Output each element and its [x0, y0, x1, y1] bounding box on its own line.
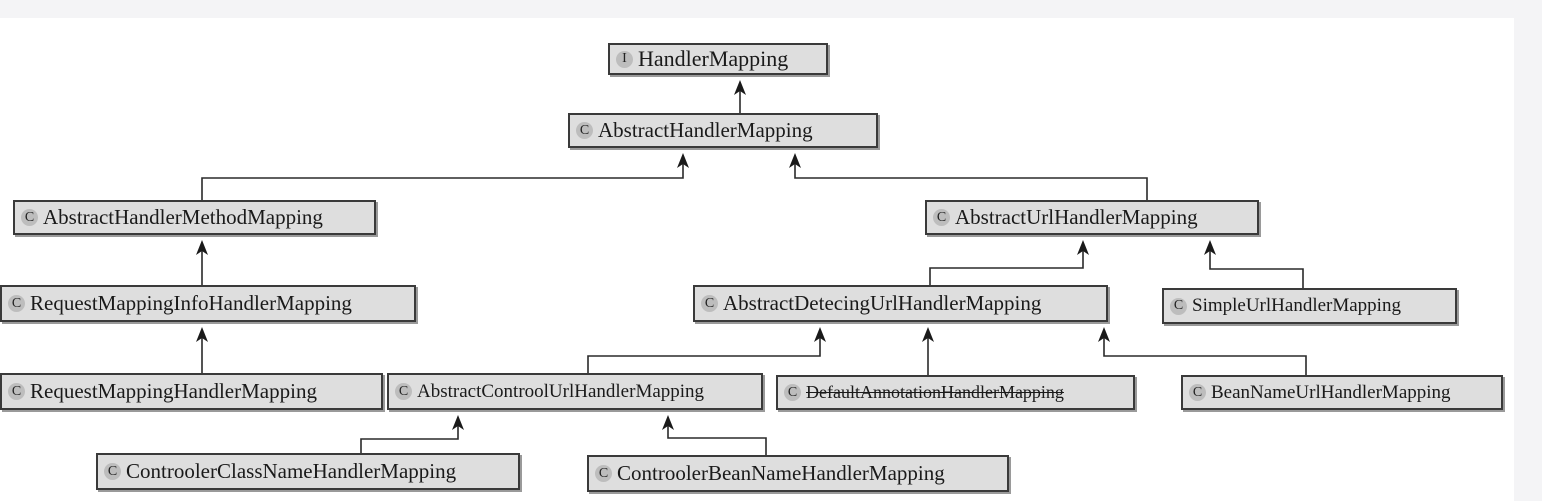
- class-name-label: AbstractHandlerMethodMapping: [43, 205, 323, 229]
- class-name-label: AbstractHandlerMapping: [598, 118, 813, 142]
- class-name-label: AbstractDetecingUrlHandlerMapping: [723, 291, 1042, 315]
- arrowhead-icon: [662, 415, 674, 430]
- inheritance-edge: [587, 327, 826, 373]
- class-node-handler-mapping: I HandlerMapping: [608, 43, 828, 75]
- class-badge-icon: C: [104, 463, 121, 480]
- arrowhead-icon: [196, 240, 208, 255]
- class-name-label: BeanNameUrlHandlerMapping: [1211, 381, 1451, 403]
- inheritance-edge: [196, 327, 208, 373]
- class-name-label: DefaultAnnotationHandlerMapping: [806, 382, 1064, 402]
- inheritance-edge: [360, 415, 464, 453]
- class-node-default-annotation-handler-mapping: C DefaultAnnotationHandlerMapping: [776, 375, 1135, 410]
- class-node-bean-name-url-handler-mapping: C BeanNameUrlHandlerMapping: [1181, 375, 1503, 410]
- class-node-abstract-detecing-url-handler-mapping: C AbstractDetecingUrlHandlerMapping: [693, 285, 1108, 322]
- inheritance-edge: [1098, 327, 1307, 375]
- class-badge-icon: C: [8, 383, 25, 400]
- interface-badge-icon: I: [616, 50, 633, 68]
- arrowhead-icon: [677, 153, 689, 168]
- inheritance-edge: [662, 415, 767, 455]
- class-badge-icon: C: [1170, 297, 1187, 315]
- arrowhead-icon: [452, 415, 464, 430]
- arrowhead-icon: [1077, 240, 1089, 255]
- inheritance-edge: [201, 153, 689, 200]
- class-node-request-mapping-info-handler-mapping: C RequestMappingInfoHandlerMapping: [0, 285, 416, 322]
- class-node-controoler-bean-name-handler-mapping: C ControolerBeanNameHandlerMapping: [587, 455, 1009, 492]
- inheritance-edge: [789, 153, 1148, 200]
- class-badge-icon: C: [8, 295, 25, 312]
- class-name-label: AbstractUrlHandlerMapping: [955, 205, 1198, 229]
- inheritance-edge: [922, 327, 934, 375]
- class-name-label: AbstractControolUrlHandlerMapping: [417, 380, 705, 402]
- inheritance-edge: [196, 240, 208, 285]
- class-node-simple-url-handler-mapping: C SimpleUrlHandlerMapping: [1162, 288, 1457, 324]
- class-node-abstract-handler-mapping: C AbstractHandlerMapping: [568, 113, 878, 148]
- arrowhead-icon: [196, 327, 208, 342]
- class-node-abstract-controol-url-handler-mapping: C AbstractControolUrlHandlerMapping: [387, 373, 763, 410]
- class-node-abstract-handler-method-mapping: C AbstractHandlerMethodMapping: [13, 200, 376, 235]
- class-node-controoler-class-name-handler-mapping: C ControolerClassNameHandlerMapping: [96, 453, 520, 490]
- class-badge-icon: C: [933, 209, 950, 226]
- class-badge-icon: C: [21, 209, 38, 226]
- class-badge-icon: C: [1189, 384, 1206, 401]
- arrowhead-icon: [922, 327, 934, 342]
- arrowhead-icon: [789, 153, 801, 168]
- inheritance-edge: [1204, 240, 1304, 288]
- class-name-label: HandlerMapping: [638, 46, 789, 71]
- class-name-label: RequestMappingHandlerMapping: [30, 379, 317, 403]
- arrowhead-icon: [814, 327, 826, 342]
- class-badge-icon: C: [701, 295, 718, 312]
- arrowhead-icon: [734, 80, 746, 95]
- arrowhead-icon: [1098, 327, 1110, 342]
- class-name-label: ControolerBeanNameHandlerMapping: [617, 461, 945, 485]
- class-badge-icon: C: [576, 122, 593, 139]
- class-node-request-mapping-handler-mapping: C RequestMappingHandlerMapping: [0, 373, 383, 410]
- inheritance-edge: [929, 240, 1089, 285]
- inheritance-edge: [734, 80, 746, 113]
- class-badge-icon: C: [784, 384, 801, 401]
- class-node-abstract-url-handler-mapping: C AbstractUrlHandlerMapping: [925, 200, 1259, 235]
- arrowhead-icon: [1204, 240, 1216, 255]
- class-name-label: ControolerClassNameHandlerMapping: [126, 459, 457, 483]
- class-badge-icon: C: [595, 465, 612, 482]
- inheritance-edges: [196, 80, 1307, 455]
- class-name-label: RequestMappingInfoHandlerMapping: [30, 291, 352, 315]
- class-name-label: SimpleUrlHandlerMapping: [1192, 295, 1401, 316]
- class-badge-icon: C: [395, 383, 412, 400]
